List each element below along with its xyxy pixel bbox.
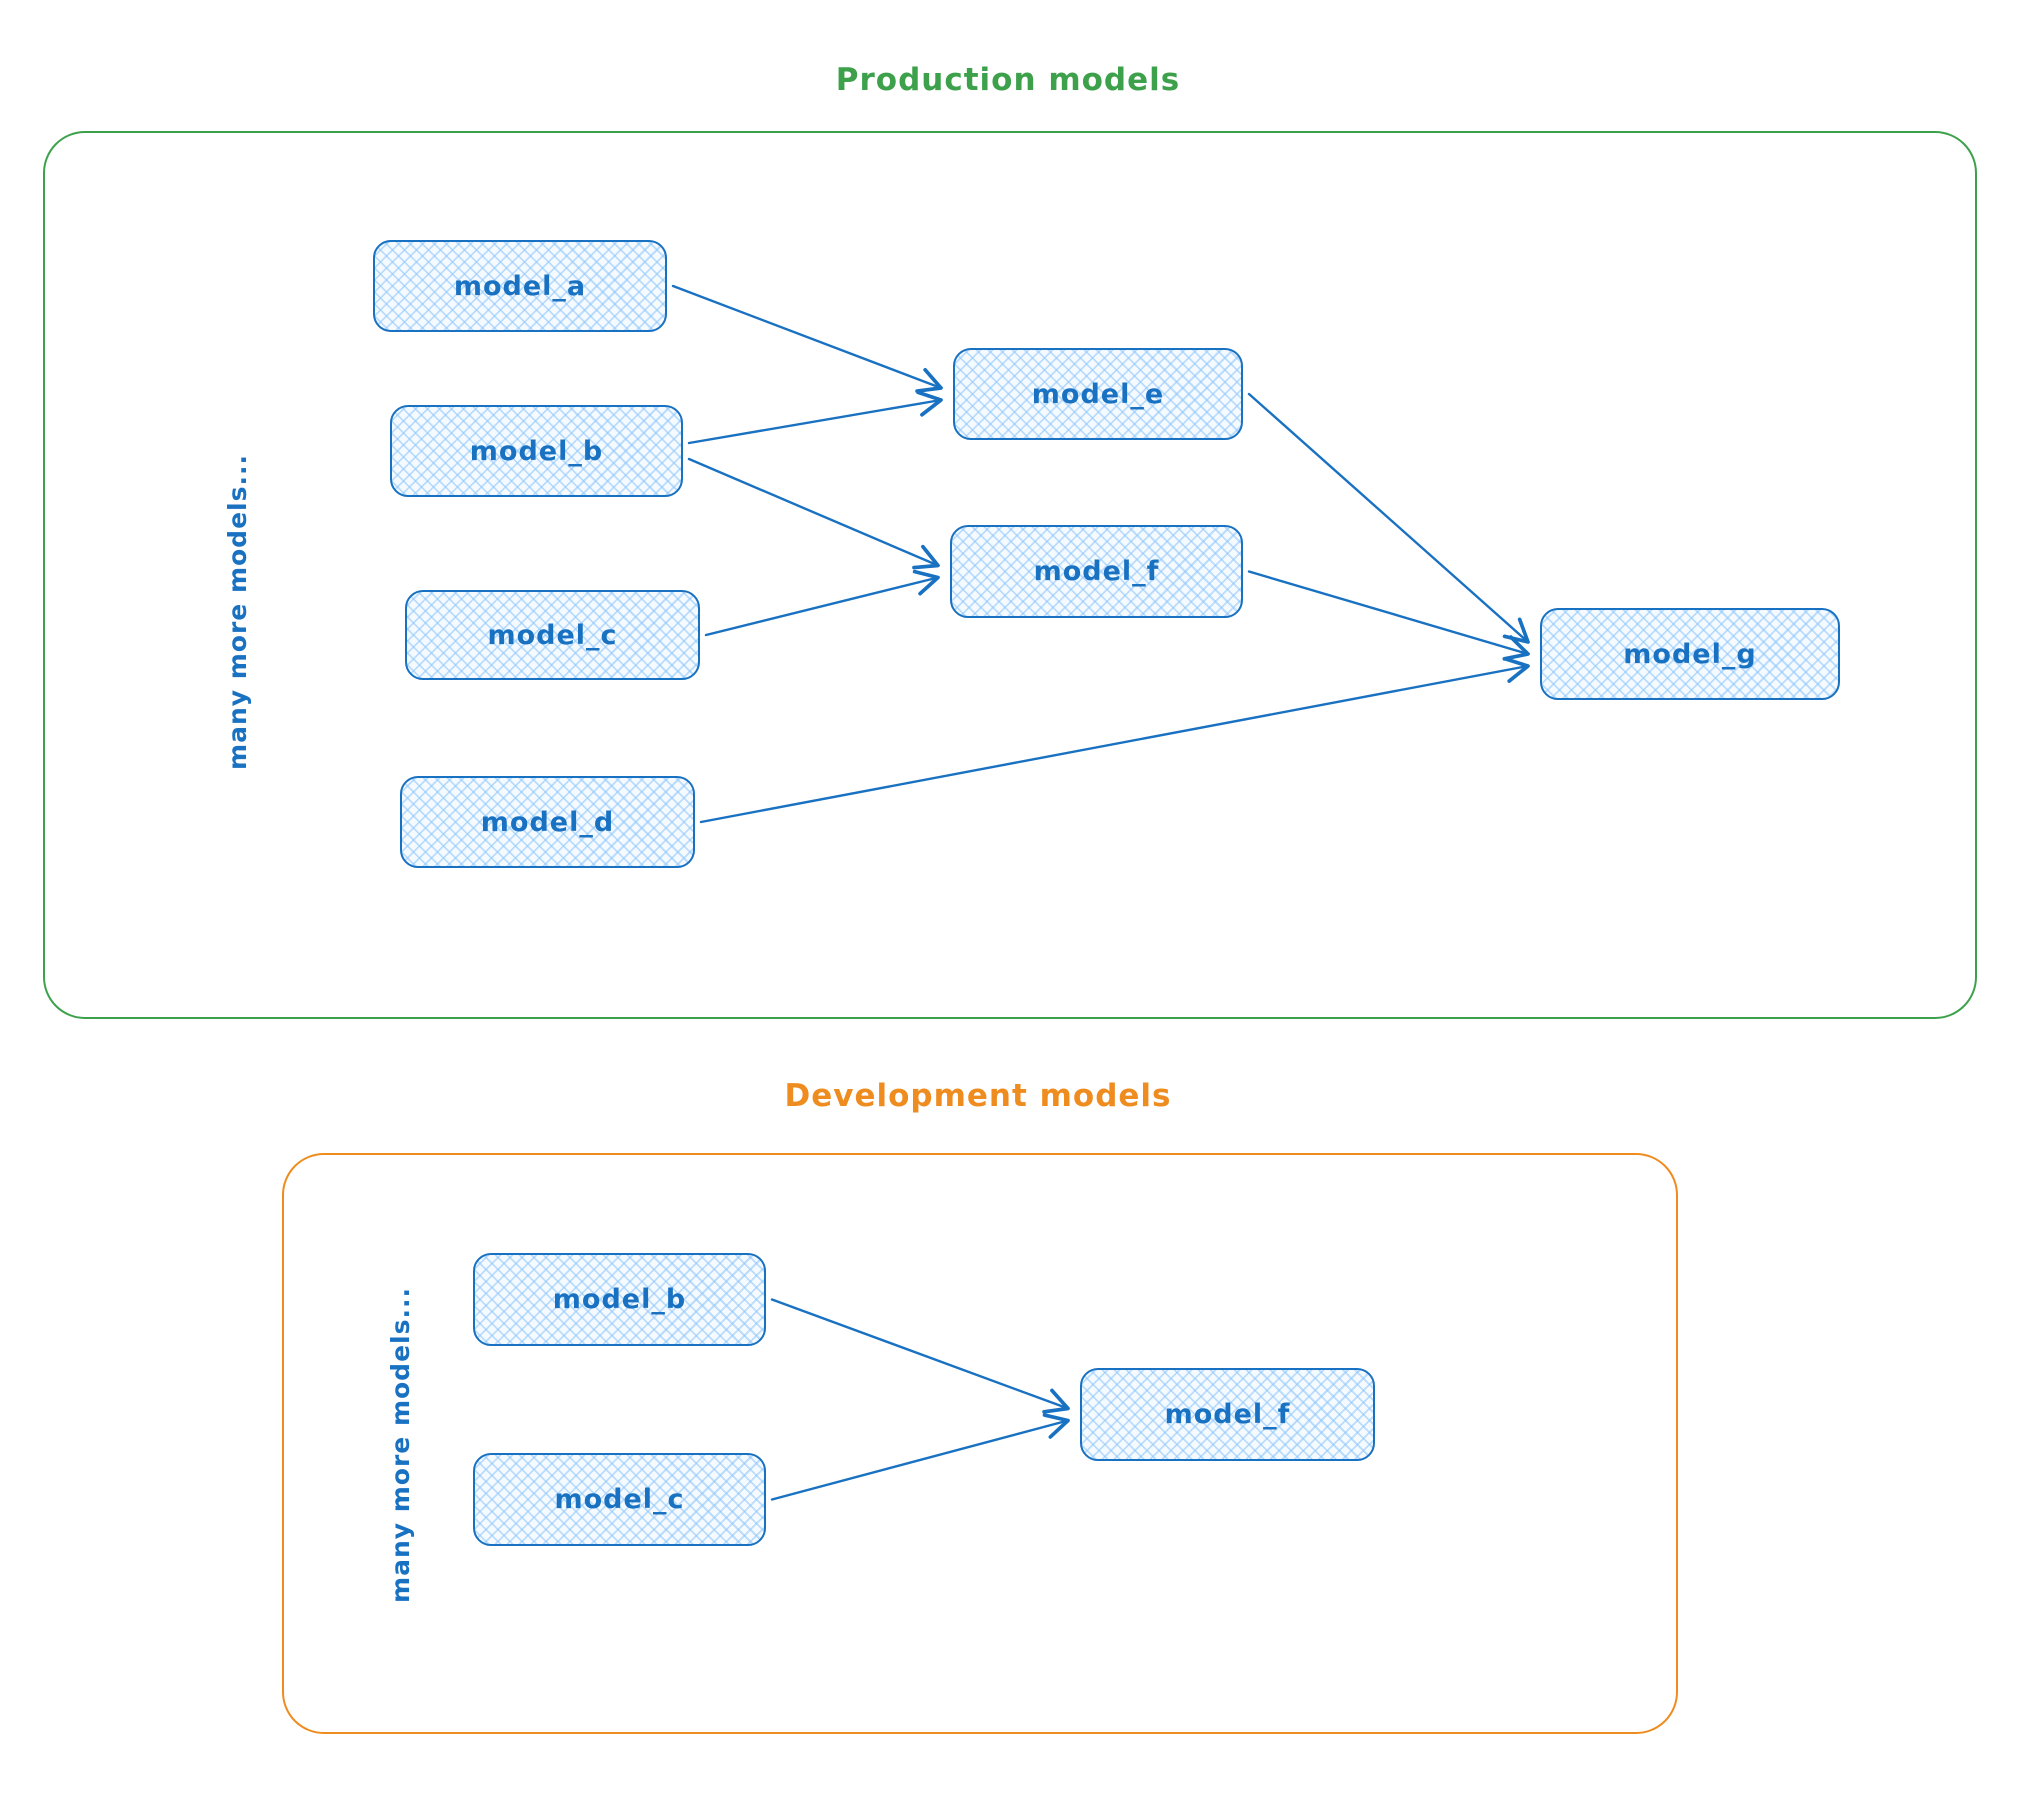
production-section-frame [43, 131, 1977, 1019]
development-side-label: many more models... [385, 1287, 415, 1603]
node-production-model-e: model_e [953, 348, 1243, 440]
node-production-model-f: model_f [950, 525, 1243, 618]
node-development-model-b: model_b [473, 1253, 766, 1346]
production-side-label: many more models... [222, 454, 252, 770]
development-section-frame [282, 1153, 1678, 1734]
node-development-model-f: model_f [1080, 1368, 1375, 1461]
node-production-model-c: model_c [405, 590, 700, 680]
node-production-model-d: model_d [400, 776, 695, 868]
development-section-title: Development models [784, 1078, 1172, 1114]
production-section-title: Production models [835, 62, 1181, 98]
node-production-model-b: model_b [390, 405, 683, 497]
node-development-model-c: model_c [473, 1453, 766, 1546]
node-production-model-a: model_a [373, 240, 667, 332]
node-production-model-g: model_g [1540, 608, 1840, 700]
